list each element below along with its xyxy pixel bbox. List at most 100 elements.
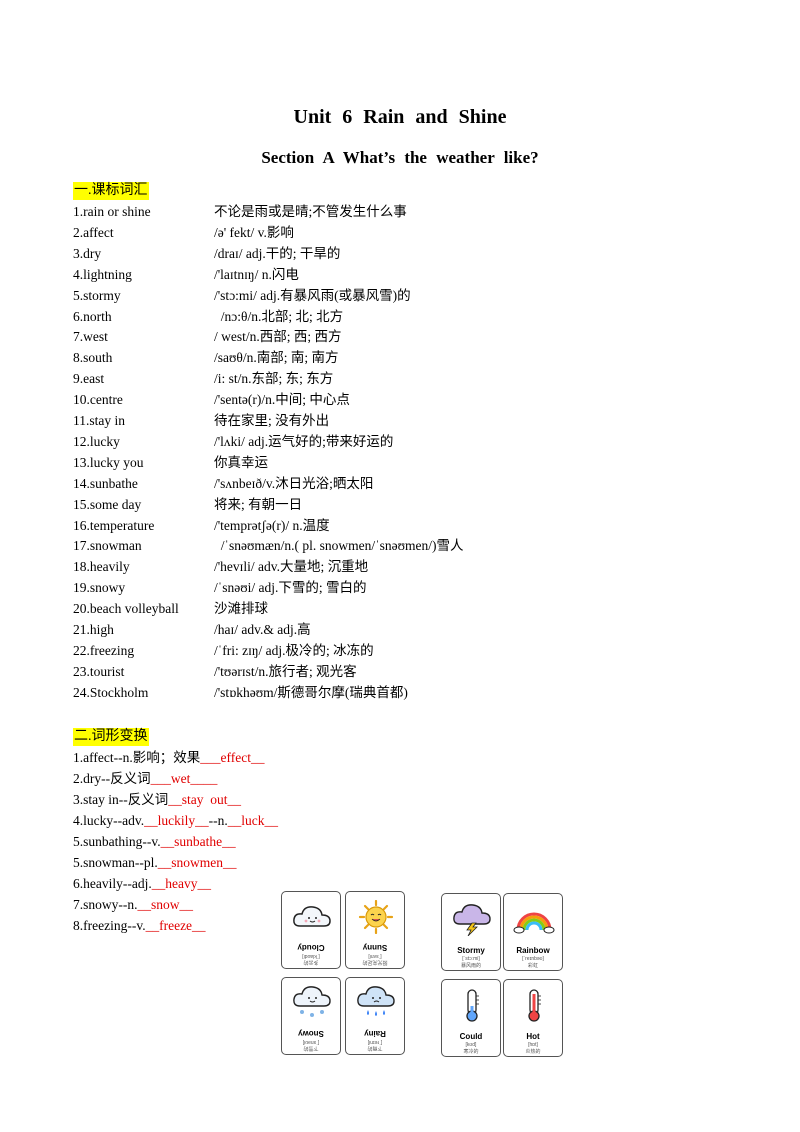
word-form-answer: __heavy__: [151, 876, 211, 891]
word-form-prompt: 4.lucky--adv.: [73, 813, 145, 828]
vocab-meaning: /draɪ/ adj.干的; 干旱的: [214, 245, 341, 261]
vocab-meaning: /ˈsnəʊi/ adj.下雪的; 雪白的: [214, 580, 367, 596]
vocab-word: 12.lucky: [73, 433, 120, 449]
vocab-word: 21.high: [73, 622, 114, 637]
card-rainbow: Rainbow [ˈreɪnbəʊ] 彩虹: [503, 893, 563, 971]
vocab-word: 6.north: [73, 308, 112, 324]
vocab-item: 6.north /nɔ:θ/n.北部; 北; 北方: [73, 308, 343, 326]
vocab-word: 9.east: [73, 371, 105, 387]
card-snowy: Snowy [ˈsnəʊi] 下雪的: [281, 977, 341, 1055]
vocab-meaning: /nɔ:θ/n.北部; 北; 北方: [214, 308, 344, 324]
vocab-item: 12.lucky/'lʌki/ adj.运气好的;带来好运的: [73, 433, 393, 451]
word-form-item: 5.sunbathing--v.__sunbathe__: [73, 833, 236, 851]
vocab-word: 2.affect: [73, 224, 114, 240]
word-form-answer: __snow__: [137, 897, 194, 912]
vocab-word: 8.south: [73, 350, 113, 366]
vocab-item: 23.tourist /'tʊərɪst/n.旅行者; 观光客: [73, 663, 357, 681]
vocab-word: 15.some day: [73, 496, 142, 512]
vocab-word: 5.stormy: [73, 287, 121, 303]
word-form-answer: __luckily__: [144, 813, 209, 828]
rainbow-icon: [513, 912, 555, 934]
vocab-meaning: 将来; 有朝一日: [214, 496, 303, 512]
vocab-item: 3.dry/draɪ/ adj.干的; 干旱的: [73, 245, 340, 263]
vocab-word: 16.temperature: [73, 517, 155, 533]
vocab-meaning: /haɪ/ adv.& adj.高: [214, 622, 311, 637]
vocab-item: 10.centre /'sentə(r)/n.中间; 中心点: [73, 391, 350, 409]
vocab-meaning: /'laɪtnɪŋ/ n.闪电: [214, 266, 299, 282]
word-form-prompt: 2.dry--反义词: [73, 771, 151, 786]
page-title: Unit 6 Rain and Shine: [293, 106, 507, 128]
vocab-word: 3.dry: [73, 245, 102, 261]
word-form-answer-2: __luck__: [227, 813, 278, 828]
word-form-prompt: 5.snowman--pl.: [73, 855, 158, 870]
word-form-item: 7.snowy--n.__snow__: [73, 896, 193, 914]
word-form-item: 6.heavily--adj.__heavy__: [73, 875, 211, 893]
card-rainy: Rainy [ˈreɪni] 下雨的: [345, 977, 405, 1055]
card-sunny: Sunny [ˈsʌni] 阳光充足的: [345, 891, 405, 969]
section-title: Section A What’s the weather like?: [261, 148, 539, 167]
card-cold: Could [kʊd] 寒冷的: [441, 979, 501, 1057]
word-form-answer: __freeze__: [145, 918, 206, 933]
word-form-answer: ___wet____: [150, 771, 218, 786]
vocab-meaning: /'tʊərɪst/n.旅行者; 观光客: [214, 663, 357, 679]
rain-cloud-icon: [357, 986, 395, 1016]
card-chinese: 炎热的: [525, 1049, 541, 1055]
word-form-prompt: 8.freezing--v.: [73, 918, 146, 933]
vocab-word: 24.Stockholm: [73, 684, 149, 700]
vocab-word: 17.snowman: [73, 538, 142, 554]
word-form-item: 1.affect--n.影响；效果___effect__: [73, 749, 264, 767]
vocab-word: 13.lucky you: [73, 454, 144, 470]
vocab-meaning: 待在家里; 没有外出: [214, 413, 330, 428]
vocab-item: 24.Stockholm/'stɒkhəʊm/斯德哥尔摩(瑞典首都): [73, 684, 408, 702]
snow-cloud-icon: [293, 986, 331, 1017]
card-label: Rainy: [364, 1029, 386, 1038]
cold-thermometer-icon: [466, 989, 479, 1022]
cloud-icon: [293, 906, 331, 927]
vocab-item: 21.high/haɪ/ adv.& adj.高: [73, 621, 311, 639]
vocab-meaning: /'sentə(r)/n.中间; 中心点: [214, 392, 350, 408]
vocab-meaning: /ˈsnəʊmæn/n.( pl. snowmen/ˈsnəʊmen/)雪人: [214, 538, 464, 554]
vocab-meaning: 你真幸运: [214, 454, 268, 470]
card-phonetic: [ˈstɔːmi]: [462, 956, 480, 962]
card-stormy: Stormy [ˈstɔːmi] 暴风雨的: [441, 893, 501, 971]
vocab-word: 18.heavily: [73, 559, 130, 575]
vocab-meaning: 不论是雨或是晴;不管发生什么事: [214, 204, 407, 219]
card-hot: Hot [hɒt] 炎热的: [503, 979, 563, 1057]
vocab-word: 22.freezing: [73, 642, 135, 658]
vocab-word: 14.sunbathe: [73, 475, 138, 491]
word-forms-heading: 二.词形变换: [73, 728, 149, 746]
vocab-item: 5.stormy /'stɔ:mi/ adj.有暴风雨(或暴风雪)的: [73, 287, 411, 305]
card-label: Snowy: [298, 1029, 324, 1038]
vocab-item: 17.snowman /ˈsnəʊmæn/n.( pl. snowmen/ˈsn…: [73, 537, 464, 555]
card-cloudy: Cloudy [ˈklaʊdi] 多云的: [281, 891, 341, 969]
card-label: Could: [459, 1032, 483, 1041]
card-chinese: 下雪的: [303, 1045, 319, 1051]
vocab-meaning: /'stɔ:mi/ adj.有暴风雨(或暴风雪)的: [214, 287, 411, 303]
word-form-prompt-2: --n.: [208, 813, 228, 828]
vocab-item: 16.temperature/'temprətʃə(r)/ n.温度: [73, 517, 330, 535]
word-form-answer: ___effect__: [200, 750, 265, 765]
word-form-answer: __stay out__: [168, 792, 241, 807]
card-chinese: 暴风雨的: [460, 963, 481, 969]
storm-icon: [453, 904, 491, 936]
card-phonetic: [kʊd]: [465, 1042, 477, 1048]
vocab-item: 4.lightning /'laɪtnɪŋ/ n.闪电: [73, 266, 299, 284]
word-form-item: 8.freezing--v.__freeze__: [73, 917, 206, 935]
sun-icon: [358, 900, 394, 934]
vocab-word: 19.snowy: [73, 580, 126, 596]
vocab-word: 23.tourist: [73, 663, 125, 679]
vocab-meaning: /ˈfri: zɪŋ/ adj.极冷的; 冰冻的: [214, 642, 374, 658]
vocab-meaning: /ə' fekt/ v.影响: [214, 224, 294, 240]
word-form-answer: __sunbathe__: [160, 834, 236, 849]
card-phonetic: [hɒt]: [528, 1042, 538, 1048]
card-chinese: 多云的: [303, 959, 319, 965]
hot-thermometer-icon: [528, 989, 541, 1022]
card-label: Stormy: [457, 946, 485, 955]
vocab-word: 4.lightning: [73, 266, 132, 282]
word-form-answer: __snowmen__: [157, 855, 237, 870]
card-label: Hot: [526, 1032, 540, 1041]
vocab-word: 10.centre: [73, 392, 123, 408]
